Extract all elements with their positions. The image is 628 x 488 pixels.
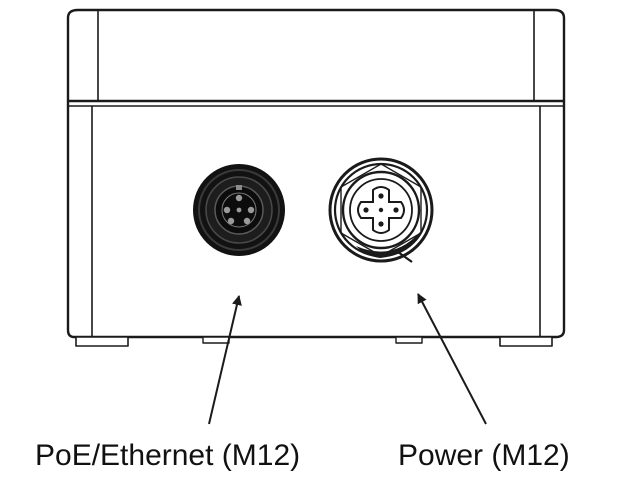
power-label: Power (M12) — [398, 439, 570, 472]
foot-mid-right — [395, 336, 423, 344]
foot-right — [499, 336, 553, 347]
foot-left — [75, 336, 129, 347]
poe-arrow — [208, 295, 242, 425]
m12-male-connector-icon — [328, 157, 434, 263]
m12-female-connector-icon — [193, 164, 285, 256]
enclosure-body — [66, 8, 566, 347]
power-arrow — [417, 293, 487, 425]
foot-mid-left — [202, 336, 230, 344]
poe-ethernet-label: PoE/Ethernet (M12) — [35, 439, 301, 472]
enclosure-outline — [66, 8, 566, 339]
